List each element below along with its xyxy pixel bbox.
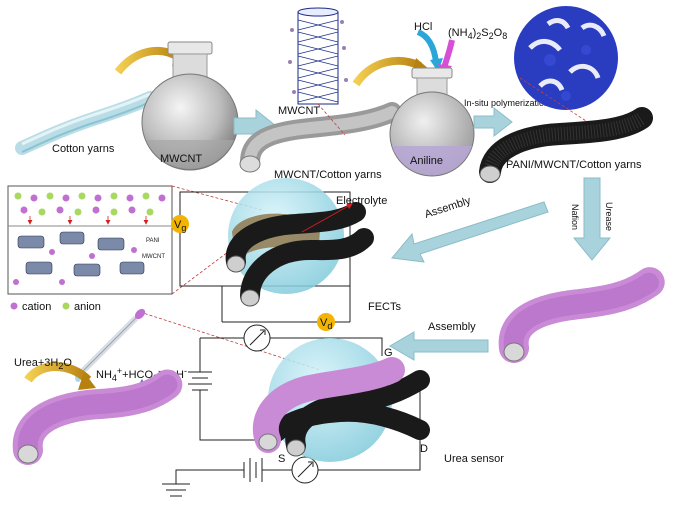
- sensor-circuit: [162, 337, 421, 497]
- pani-mwcnt-cotton-yarn: [479, 107, 653, 183]
- hcl-arrow: [416, 29, 439, 63]
- flask-mwcnt: [141, 41, 239, 171]
- label-assembly-2: Assembly: [428, 321, 476, 333]
- ammeter-icon-bottom: [291, 456, 319, 484]
- label-urea-reaction: Urea+3H2O: [14, 357, 72, 371]
- label-mwcnt-cotton-yarns: MWCNT/Cotton yarns: [274, 169, 382, 181]
- terminal-d: D: [420, 443, 428, 455]
- label-fects: FECTs: [368, 301, 402, 313]
- inset-label-pani: PANI: [146, 238, 160, 244]
- arrow-assembly-2: [389, 331, 489, 361]
- terminal-g: G: [384, 347, 393, 359]
- flask-aniline: [389, 67, 475, 177]
- label-flask-mwcnt: MWCNT: [160, 153, 202, 165]
- label-hcl: HCl: [414, 21, 432, 33]
- electrolyte-pointer: [301, 203, 353, 233]
- label-electrolyte: Electrolyte: [336, 195, 387, 207]
- label-urease: Urease: [604, 202, 614, 231]
- label-cotton-yarns: Cotton yarns: [52, 143, 115, 155]
- anion-legend-dot: [62, 302, 70, 310]
- label-aniline: Aniline: [410, 155, 443, 167]
- label-oxidant: (NH4)2S2O8: [448, 27, 507, 41]
- mwcnt-cotton-yarn: [239, 102, 402, 173]
- pipette-icon: [75, 308, 146, 382]
- arrow-down-functionalization: [572, 177, 612, 261]
- oxidant-arrow: [441, 39, 455, 69]
- urease-coated-yarn-right: [498, 267, 665, 363]
- label-pani-mwcnt-cotton-yarns: PANI/MWCNT/Cotton yarns: [506, 159, 642, 171]
- zoom-line-inset-2: [171, 245, 237, 295]
- zoom-line-mwcnt: [317, 103, 346, 136]
- fect-device: [179, 178, 374, 323]
- label-vd: Vd: [320, 317, 332, 331]
- hcl-arrowhead: [430, 58, 443, 72]
- vd-badge: [317, 313, 335, 331]
- inset-label-mwcnt: MWCNT: [142, 254, 165, 260]
- ion-down-arrows: [27, 216, 149, 225]
- urea-sensor-device: [252, 338, 430, 462]
- urease-coated-yarn-left: [12, 369, 183, 465]
- cnt-bundles: [17, 231, 145, 277]
- zoom-line-pani: [519, 77, 601, 131]
- cotton-yarn-bundle: [15, 91, 157, 155]
- gold-arrowhead-3: [78, 372, 96, 390]
- arrow-to-polymerization: [473, 106, 513, 138]
- label-assembly-1: Assembly: [423, 195, 473, 221]
- terminal-s: S: [278, 453, 285, 465]
- label-insitu-polymerization: In-situ polymerization: [464, 98, 549, 108]
- label-vg: Vg: [174, 219, 186, 233]
- ion-dots-top: [14, 192, 166, 216]
- gold-arrow-3: [24, 362, 92, 384]
- ammeter-icon-top: [243, 324, 271, 352]
- arrow-assembly-1: [391, 201, 549, 263]
- gold-arrow-2: [352, 56, 422, 87]
- vg-badge: [171, 215, 189, 233]
- label-mwcnt-tube: MWCNT: [278, 105, 320, 117]
- pani-nanostructure-image: [514, 6, 618, 110]
- legend-cation: cation: [22, 301, 51, 313]
- label-nafion: Nafion: [570, 204, 580, 230]
- label-urea-sensor: Urea sensor: [444, 453, 504, 465]
- cation-legend-dot: [10, 302, 18, 310]
- mwcnt-nanotube-icon: [288, 7, 348, 105]
- legend-anion: anion: [74, 301, 101, 313]
- electrolyte-inset: PANI MWCNT: [7, 185, 173, 295]
